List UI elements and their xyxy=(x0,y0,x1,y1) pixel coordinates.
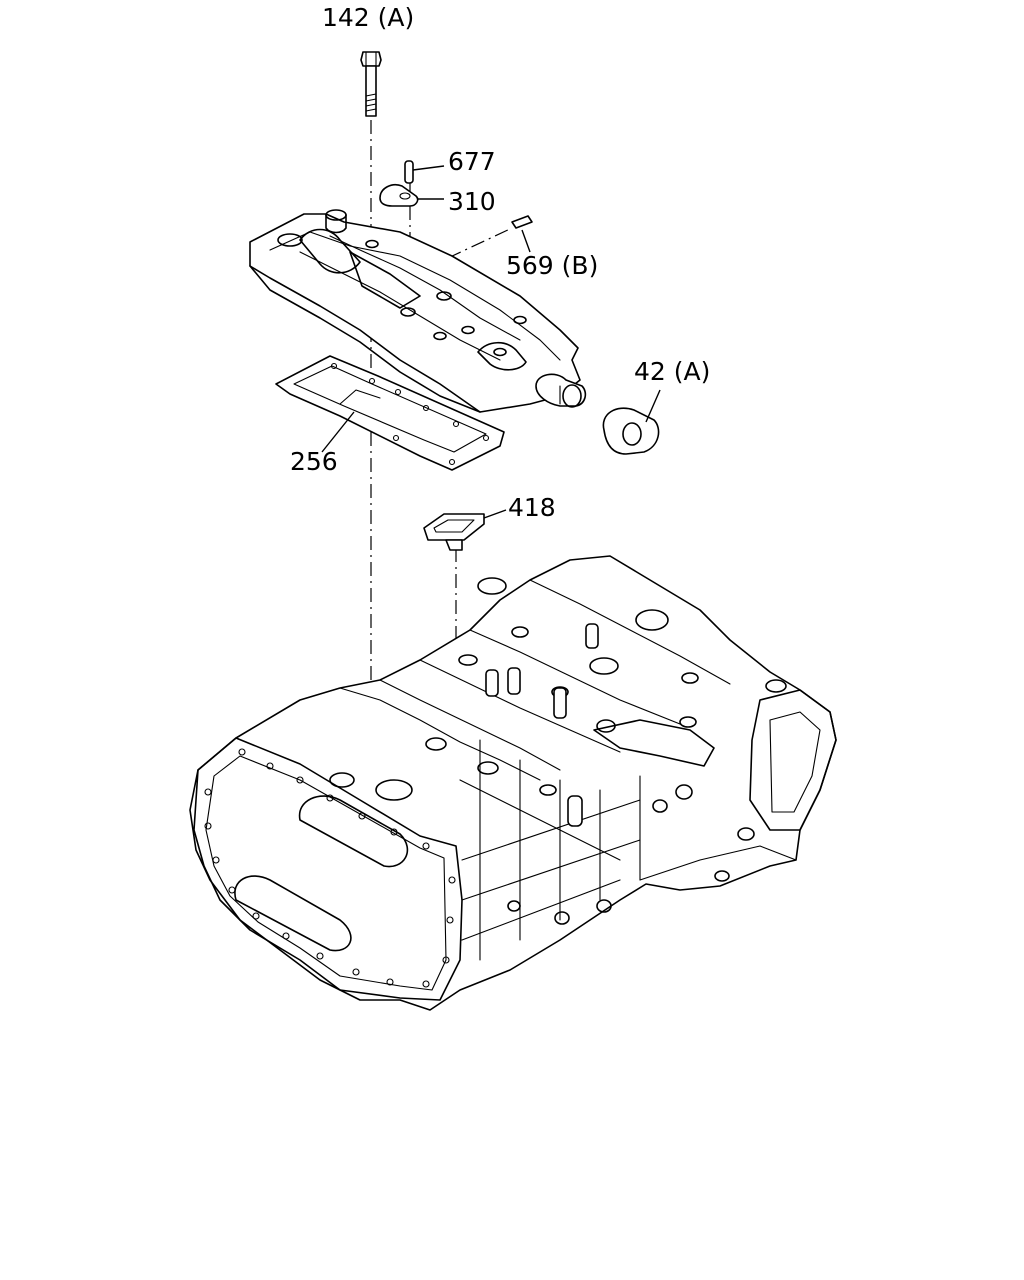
callout-418: 418 xyxy=(508,493,556,522)
callout-569b: 569 (B) xyxy=(506,251,598,280)
callout-42a: 42 (A) xyxy=(634,357,710,386)
bolt-icon xyxy=(360,51,382,117)
callout-labels: 142 (A) 677 310 569 (B) 42 (A) 256 418 xyxy=(290,3,710,522)
callout-142a: 142 (A) xyxy=(322,3,414,32)
callout-677: 677 xyxy=(448,147,496,176)
callout-256: 256 xyxy=(290,447,338,476)
shift-cover-housing-icon xyxy=(249,209,587,413)
transmission-case-icon xyxy=(189,555,837,1011)
pin-icon xyxy=(404,160,445,184)
ring-plug-icon xyxy=(602,389,661,455)
gasket-icon xyxy=(275,355,505,471)
bracket-icon xyxy=(423,509,507,551)
lever-icon xyxy=(379,183,444,207)
dowel-pin-icon xyxy=(511,215,533,253)
callout-310: 310 xyxy=(448,187,496,216)
